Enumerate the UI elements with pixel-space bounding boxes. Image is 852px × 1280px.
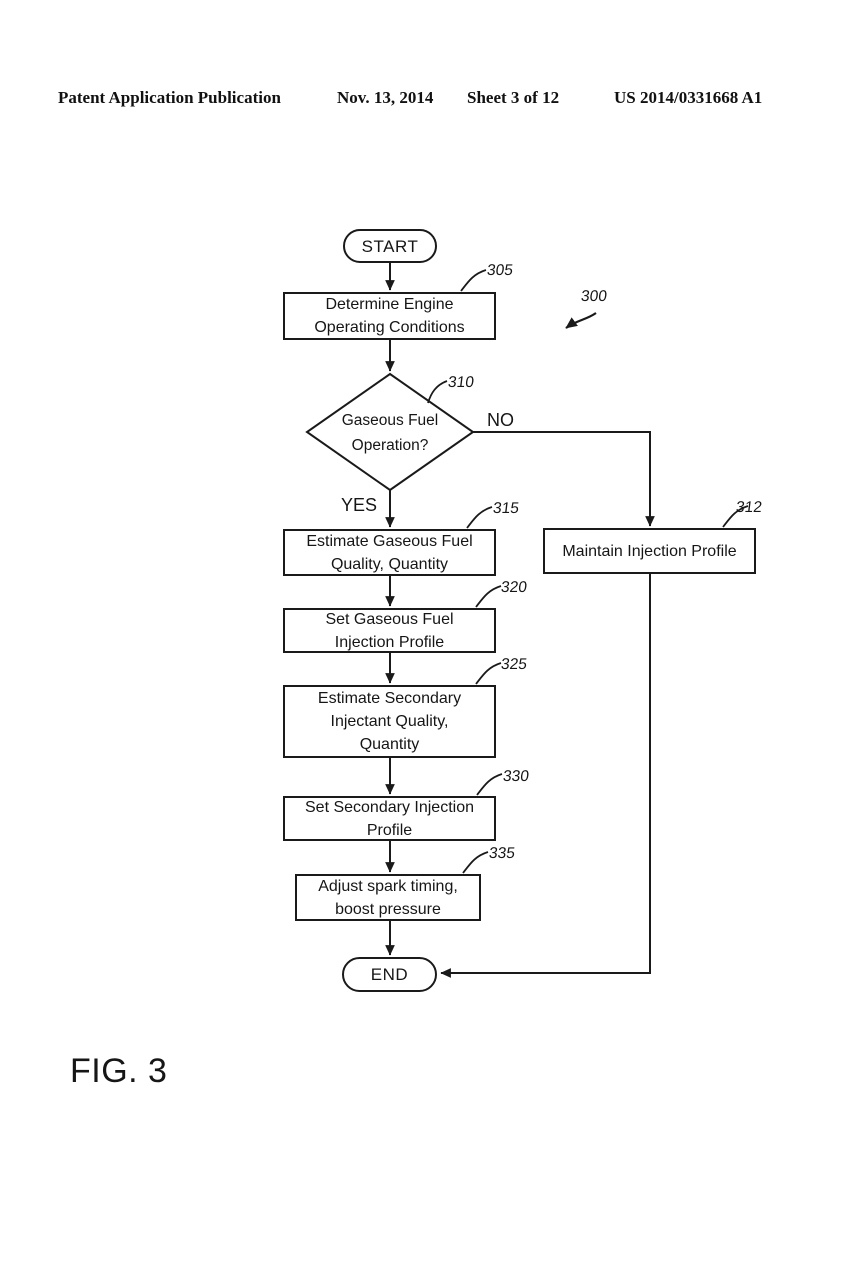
leader-330: [476, 773, 503, 796]
leader-312: [722, 505, 749, 528]
ref-label-312: 312: [735, 499, 763, 516]
leader-310: [427, 380, 448, 404]
node-310-decision-text: Gaseous Fuel Operation?: [341, 412, 439, 454]
arrow-312-to-end: [440, 574, 651, 978]
ref-label-325: 325: [500, 656, 528, 673]
ref-label-310: 310: [447, 374, 475, 391]
ref-label-320: 320: [500, 579, 528, 596]
ref-label-300: 300: [580, 288, 608, 305]
leader-325: [475, 662, 502, 685]
node-335-adjust-spark-timing: Adjust spark timing, boost pressure: [295, 874, 481, 921]
ref-label-305: 305: [486, 262, 514, 279]
figure-caption: FIG. 3: [70, 1052, 168, 1090]
branch-label-no: NO: [487, 410, 514, 430]
node-320-set-gaseous-fuel-injection: Set Gaseous Fuel Injection Profile: [283, 608, 496, 653]
header-date: Nov. 13, 2014: [337, 88, 434, 107]
ref-label-315: 315: [492, 500, 520, 517]
node-315-estimate-gaseous-fuel: Estimate Gaseous Fuel Quality, Quantity: [283, 529, 496, 576]
node-312-maintain-injection-profile: Maintain Injection Profile: [543, 528, 756, 574]
header-publication-number: US 2014/0331668 A1: [614, 88, 763, 107]
ref-label-335: 335: [488, 845, 516, 862]
branch-label-yes: YES: [341, 495, 378, 515]
leader-320: [475, 585, 502, 608]
node-start: START: [343, 229, 437, 263]
leader-305: [460, 269, 487, 292]
header-publication-label: Patent Application Publication: [58, 88, 281, 107]
node-end: END: [342, 957, 437, 992]
ref-label-330: 330: [502, 768, 530, 785]
leader-335: [462, 851, 489, 874]
header-sheet-number: Sheet 3 of 12: [467, 88, 560, 107]
diagram-ref-arrow: [565, 312, 597, 329]
node-305-determine-engine: Determine Engine Operating Conditions: [283, 292, 496, 340]
leader-315: [466, 506, 493, 529]
node-325-estimate-secondary-injectant: Estimate Secondary Injectant Quality, Qu…: [283, 685, 496, 758]
arrow-310-to-312-no: [473, 431, 655, 527]
node-330-set-secondary-injection: Set Secondary Injection Profile: [283, 796, 496, 841]
decision-diamond-shape: [305, 372, 475, 492]
